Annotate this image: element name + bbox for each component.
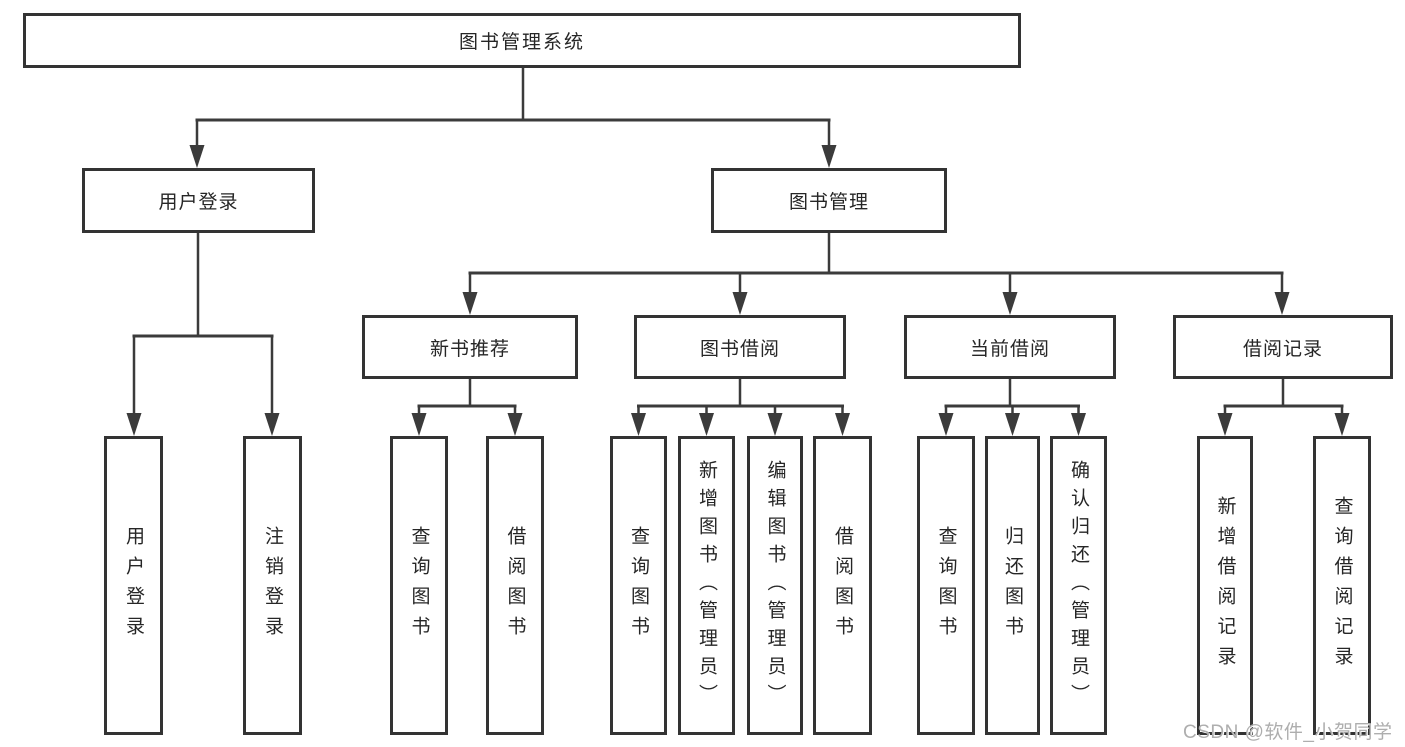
leaf-confirm-return-admin: 确认归还（管理员）: [1050, 436, 1107, 735]
leaf-add-book-admin: 新增图书（管理员）: [678, 436, 735, 735]
leaf-borrow-books-recommend: 借阅图书: [486, 436, 544, 735]
leaf-query-books-recommend: 查询图书: [390, 436, 448, 735]
node-book-management: 图书管理: [711, 168, 947, 233]
leaf-edit-book-admin: 编辑图书（管理员）: [747, 436, 803, 735]
leaf-logout: 注销登录: [243, 436, 302, 735]
watermark-text: CSDN @软件_小贺同学: [1183, 722, 1393, 743]
leaf-query-books-borrowing: 查询图书: [610, 436, 667, 735]
leaf-user-login: 用户登录: [104, 436, 163, 735]
leaf-query-books-current: 查询图书: [917, 436, 975, 735]
node-borrowing-records: 借阅记录: [1173, 315, 1393, 379]
leaf-add-borrow-record: 新增借阅记录: [1197, 436, 1253, 735]
node-new-book-recommendation: 新书推荐: [362, 315, 578, 379]
leaf-return-books: 归还图书: [985, 436, 1040, 735]
node-user-login: 用户登录: [82, 168, 315, 233]
leaf-borrow-books-borrowing: 借阅图书: [813, 436, 872, 735]
node-root: 图书管理系统: [23, 13, 1021, 68]
leaf-query-borrow-record: 查询借阅记录: [1313, 436, 1371, 735]
node-current-borrowing: 当前借阅: [904, 315, 1116, 379]
node-book-borrowing: 图书借阅: [634, 315, 846, 379]
